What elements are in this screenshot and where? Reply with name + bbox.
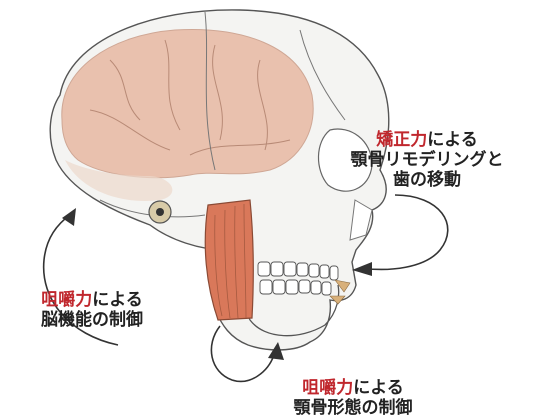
- arrowhead-brain: [62, 208, 76, 226]
- orthodontic-line2: 顎骨リモデリングと: [322, 150, 532, 170]
- brain-highlight: 咀嚼力: [41, 290, 92, 310]
- arrowhead-orthodontic: [352, 262, 372, 276]
- orthodontic-highlight: 矯正力: [376, 130, 427, 150]
- jaw-highlight: 咀嚼力: [302, 378, 353, 398]
- jaw-rest: による: [353, 378, 404, 398]
- orthodontic-label: 矯正力による 顎骨リモデリングと 歯の移動: [322, 130, 532, 190]
- brain-rest: による: [92, 290, 143, 310]
- jaw-line2: 顎骨形態の制御: [258, 398, 448, 418]
- brain-line2: 脳機能の制御: [2, 310, 182, 330]
- orthodontic-rest: による: [427, 130, 478, 150]
- brain-label: 咀嚼力による 脳機能の制御: [2, 290, 182, 330]
- orthodontic-line3: 歯の移動: [322, 170, 532, 190]
- jaw-label: 咀嚼力による 顎骨形態の制御: [258, 378, 448, 418]
